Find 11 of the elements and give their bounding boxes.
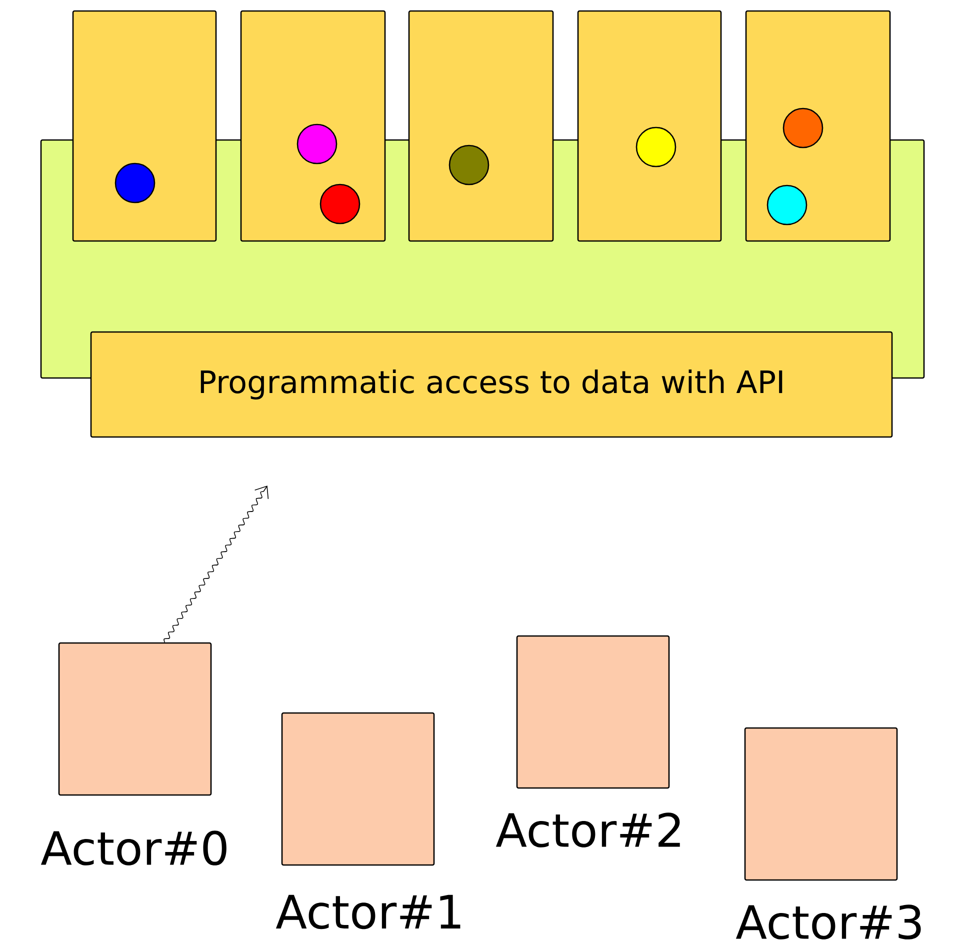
api-box: Programmatic access to data with API: [90, 331, 893, 438]
data-column: [745, 10, 891, 242]
data-column: [408, 10, 554, 242]
data-column: [577, 10, 722, 242]
actor-label: Actor#0: [40, 830, 226, 866]
data-column: [240, 10, 386, 242]
actor-label: Actor#2: [496, 812, 680, 848]
actor-label: Actor#3: [736, 904, 921, 940]
data-column: [72, 10, 217, 242]
wavy-arrow: [164, 486, 269, 643]
actor-label: Actor#1: [276, 894, 460, 930]
